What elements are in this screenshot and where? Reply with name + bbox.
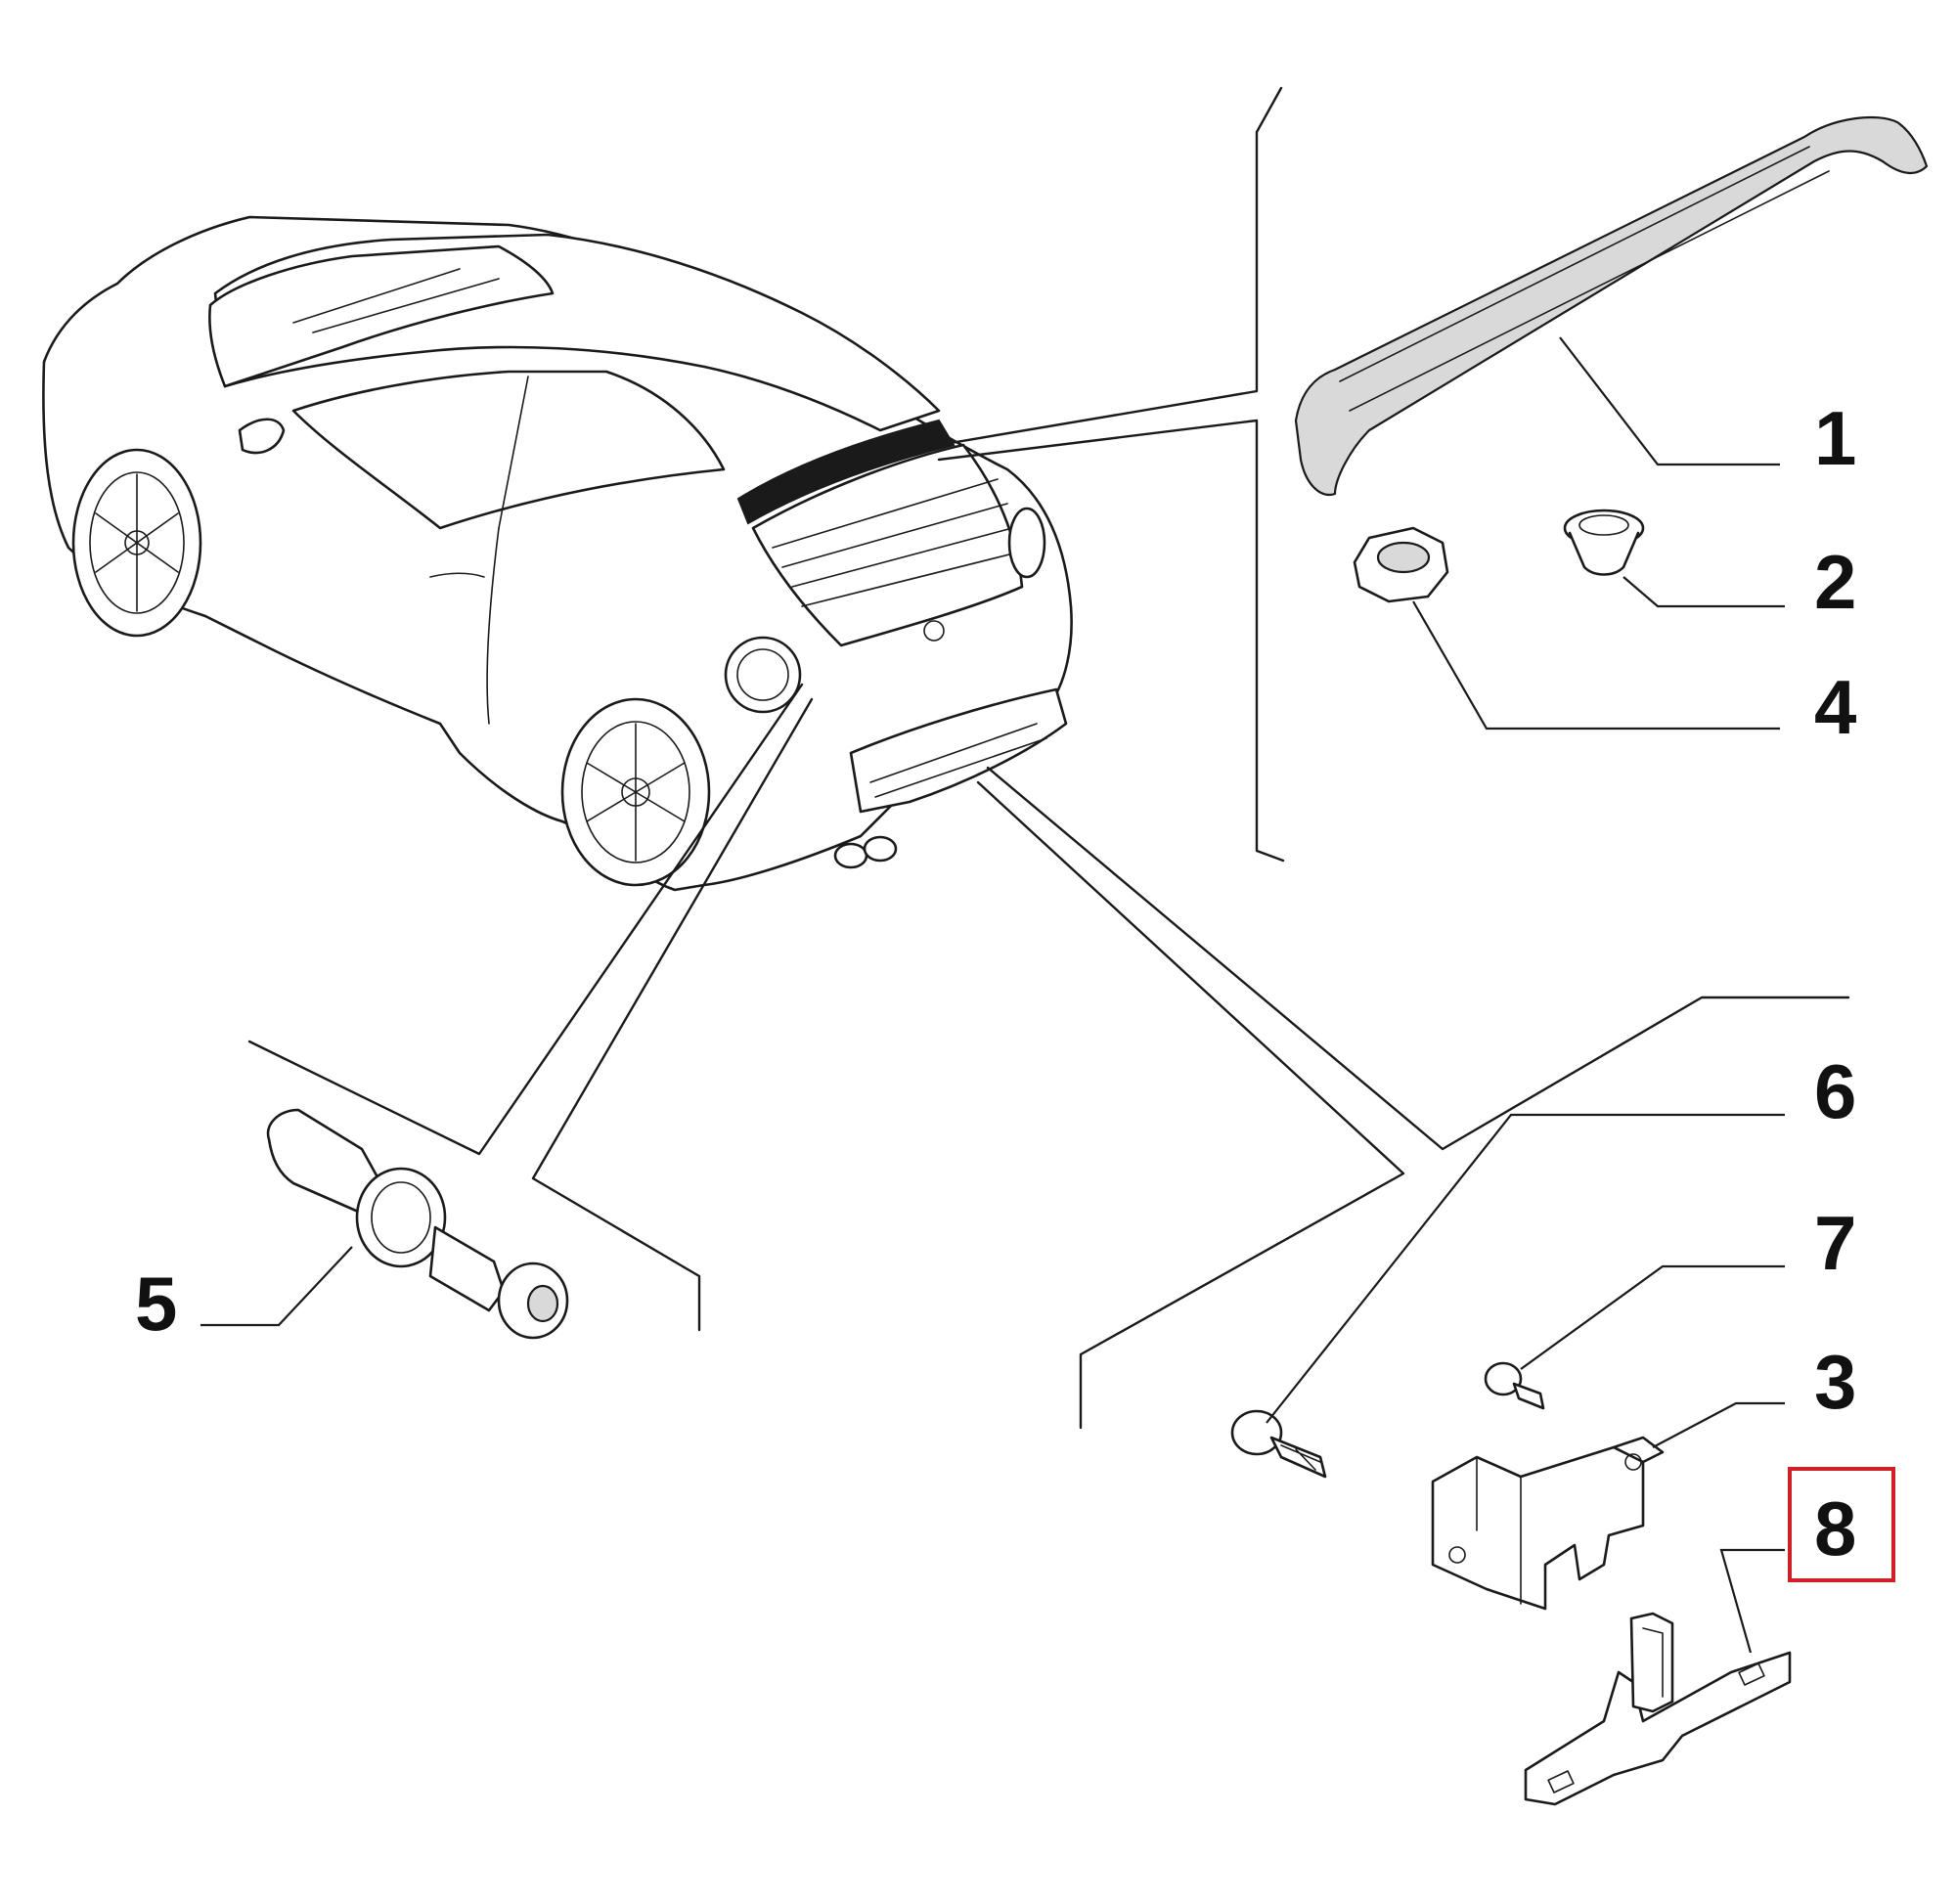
part-7-screw: [1484, 1264, 1785, 1410]
callout-6: 6: [1814, 1048, 1856, 1134]
part-1-spoiler: [1294, 115, 1929, 497]
callout-8: 8: [1814, 1485, 1856, 1572]
callout-8-highlight-box: [1788, 1467, 1895, 1582]
part-3-latch: [1431, 1401, 1785, 1611]
callout-7: 7: [1814, 1200, 1856, 1286]
part-6-bolt: [1230, 1113, 1785, 1479]
part-5-lock-cylinder: [200, 1108, 569, 1340]
callout-3: 3: [1814, 1339, 1856, 1425]
car-illustration: [42, 215, 1073, 892]
part-4-nut: [1353, 526, 1780, 731]
detail-guide-lines: [247, 86, 1850, 1430]
callout-1: 1: [1814, 395, 1856, 481]
callout-5: 5: [135, 1261, 177, 1347]
callout-2: 2: [1814, 539, 1856, 625]
callout-labels: 1 2 4 5 6 7 3 8: [135, 395, 1895, 1582]
part-8-striker: [1524, 1548, 1792, 1806]
callout-4: 4: [1814, 664, 1856, 750]
part-2-clip: [1563, 509, 1785, 608]
